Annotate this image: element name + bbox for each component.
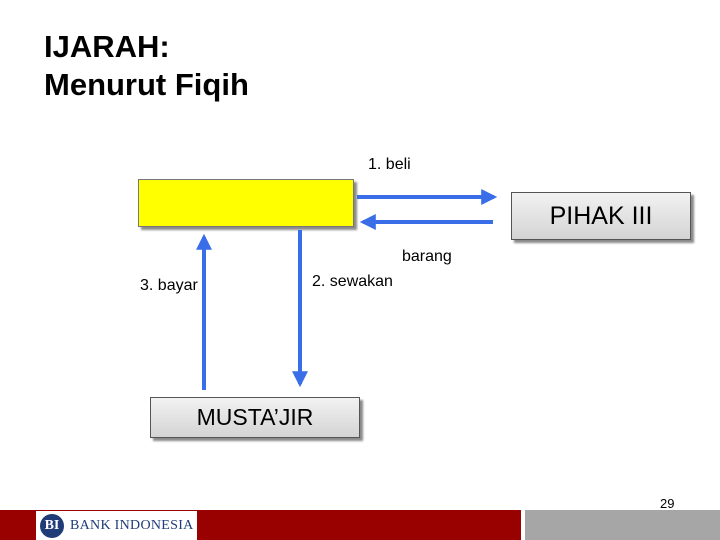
- label-beli: 1. beli: [368, 156, 411, 173]
- bank-logo-text: BANK INDONESIA: [70, 517, 194, 533]
- label-sewakan: 2. sewakan: [312, 273, 393, 290]
- yellow-box: [138, 179, 354, 227]
- title-line-1: IJARAH:: [44, 29, 170, 64]
- title-line-2: Menurut Fiqih: [44, 67, 249, 102]
- bank-logo-icon: BI: [40, 513, 64, 538]
- mustajir-box: MUSTA’JIR: [150, 397, 360, 438]
- bank-indonesia-logo: BI BANK INDONESIA: [36, 511, 197, 540]
- mustajir-label: MUSTA’JIR: [196, 404, 314, 430]
- footer-gray-bar: [525, 510, 720, 540]
- label-bayar: 3. bayar: [140, 277, 198, 294]
- page-number: 29: [660, 496, 675, 511]
- pihak-iii-box: PIHAK III: [511, 192, 691, 240]
- pihak-iii-label: PIHAK III: [549, 201, 653, 230]
- label-barang: barang: [402, 248, 452, 265]
- slide-title: IJARAH: Menurut Fiqih: [44, 28, 249, 104]
